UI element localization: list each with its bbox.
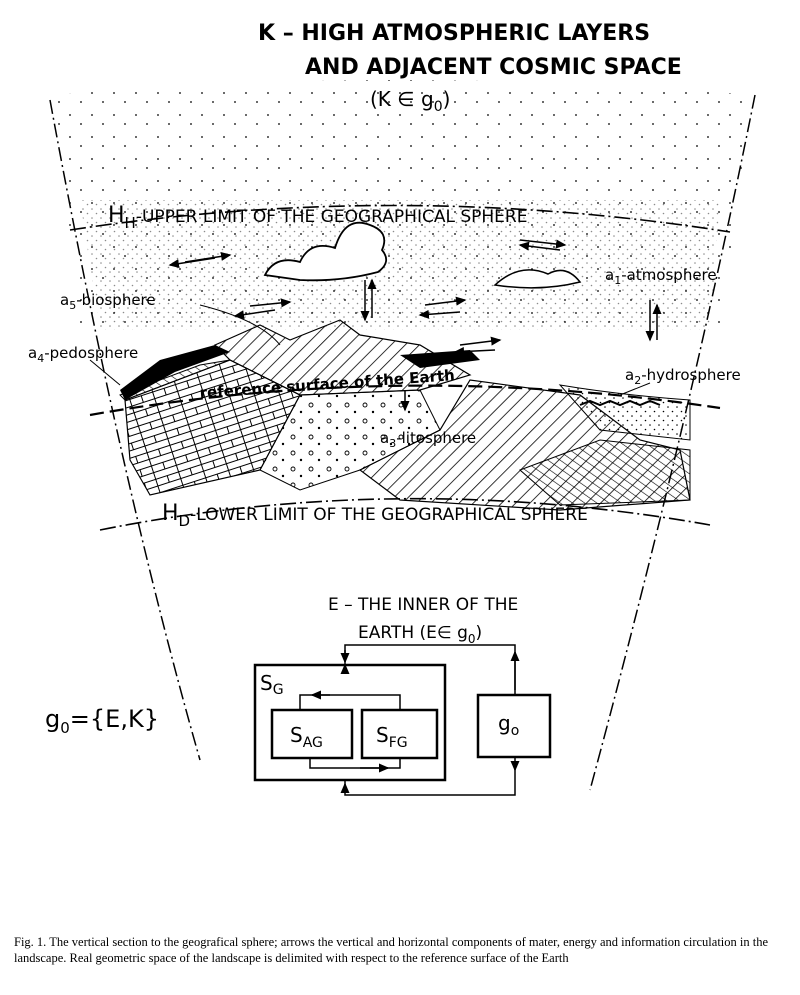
title-line-2: AND ADJACENT COSMIC SPACE (305, 55, 682, 80)
deep-hatched-layer (519, 439, 691, 506)
label-a5-biosphere: a5-biosphere (60, 291, 156, 312)
lower-limit-label: HD-LOWER LIMIT OF THE GEOGRAPHICAL SPHER… (162, 501, 588, 530)
geographical-sphere-diagram: K – HIGH ATMOSPHERIC LAYERS AND ADJACENT… (28, 21, 756, 796)
caption-text: The vertical section to the geografical … (14, 935, 769, 965)
lower-limit-arc (99, 497, 711, 531)
figure-caption: Fig. 1. The vertical section to the geog… (14, 934, 784, 966)
inner-earth-line-2: EARTH (E∈ g0) (358, 623, 482, 646)
mountain-strata (213, 319, 472, 396)
reference-surface-line (89, 384, 721, 417)
sag-label: SAG (290, 723, 323, 751)
upper-limit-arc (69, 204, 731, 233)
title-line-3: (K ∈ g0) (370, 87, 450, 115)
set-definition: g0={E,K} (45, 705, 159, 737)
upper-limit-label: HH-UPPER LIMIT OF THE GEOGRAPHICAL SPHER… (108, 203, 527, 232)
lower-atmosphere-field (80, 200, 720, 330)
sfg-label: SFG (376, 723, 408, 751)
sg-label: SG (260, 671, 284, 698)
label-a2-hydrosphere: a2-hydrosphere (625, 366, 741, 387)
hydrosphere-waves (579, 399, 661, 407)
sag-box (270, 708, 354, 760)
left-boundary-line (49, 99, 201, 761)
inner-earth-line-1: E – THE INNER OF THE (328, 595, 518, 615)
label-a1-atmosphere: a1-atmosphere (605, 266, 717, 287)
system-flow-arrows (299, 644, 520, 796)
small-cloud (493, 269, 582, 289)
label-a4-pedosphere: a4-pedosphere (28, 344, 138, 365)
label-a3-litosphere: a3-litosphere (380, 429, 476, 450)
cloud-shape (263, 221, 388, 282)
atmosphere-arrows (168, 239, 662, 412)
go-label: go (498, 711, 519, 739)
sg-box (253, 663, 447, 782)
lowland-field (119, 359, 231, 401)
caption-label: Fig. 1. (14, 935, 47, 949)
go-box (476, 693, 552, 759)
label-leaders (89, 304, 651, 396)
title-line-1: K – HIGH ATMOSPHERIC LAYERS (258, 21, 650, 46)
pedosphere-band (120, 345, 230, 400)
